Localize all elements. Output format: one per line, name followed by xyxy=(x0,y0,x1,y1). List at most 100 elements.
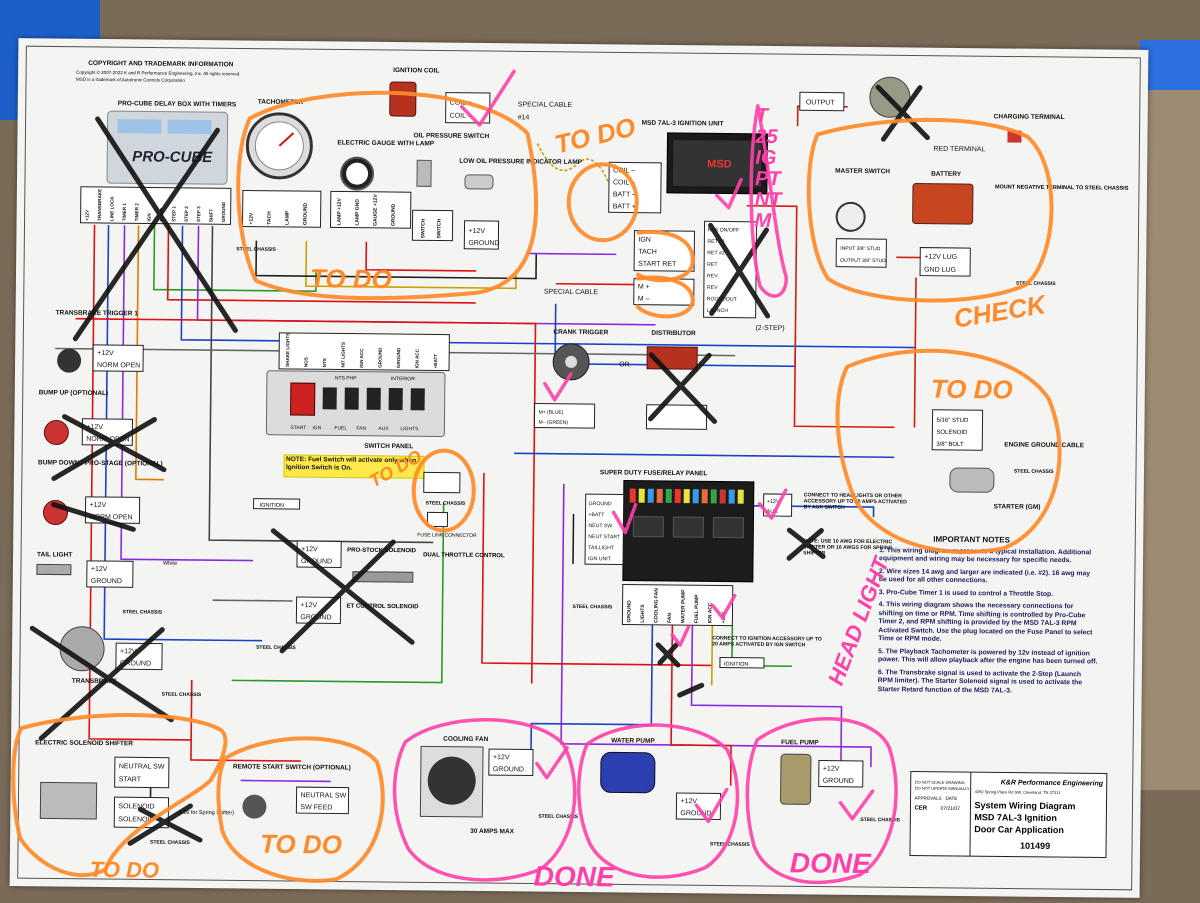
copyright-line2: MSD is a trademark of Autotronic Control… xyxy=(76,77,185,83)
svg-text:APPROVALS: APPROVALS xyxy=(915,796,942,801)
procube-pin-label: +12V xyxy=(85,209,90,221)
svg-text:TRANSBRAKE: TRANSBRAKE xyxy=(72,678,118,685)
switch-panel-column-label: GROUND xyxy=(396,347,401,368)
switch-panel-column-label: IGN ACC xyxy=(359,348,364,368)
oillamp-icon xyxy=(464,174,494,190)
svg-text:MSD 7AL-3 Ignition: MSD 7AL-3 Ignition xyxy=(974,812,1057,823)
shifter-icon xyxy=(39,781,98,820)
svg-text:(2-STEP): (2-STEP) xyxy=(755,325,784,332)
battery-title: BATTERY xyxy=(931,171,962,178)
switch-panel-column-label: +BATT xyxy=(433,354,438,369)
fuse-bottom-pin-label: GROUND xyxy=(626,600,632,623)
water-pump-icon xyxy=(600,751,656,794)
procube-pin-label: SHIFT xyxy=(209,209,214,223)
todo-gauges: TO DO xyxy=(310,263,392,294)
blue-tape-right xyxy=(1140,40,1200,90)
svg-text:ET CONTROL SOLENOID: ET CONTROL SOLENOID xyxy=(347,604,420,611)
procube-pin-label: TIMER 1 xyxy=(122,203,127,222)
important-note: 4. This wiring diagram shows the necessa… xyxy=(878,601,1093,644)
svg-text:BUMP UP (OPTIONAL): BUMP UP (OPTIONAL) xyxy=(39,389,109,397)
solenoids: +12V GROUND PRO-STOCK SOLENOID DUAL THRO… xyxy=(295,540,505,625)
tach-pin-label: TACH xyxy=(267,211,273,225)
svg-text:ELECTRIC SOLENOID SHIFTER: ELECTRIC SOLENOID SHIFTER xyxy=(35,739,133,747)
svg-text:101499: 101499 xyxy=(1020,841,1050,851)
msd-right-pin-label: RET #2 xyxy=(707,250,725,256)
todo-remote-start: TO DO xyxy=(260,829,342,860)
switch-panel-button-label: FUEL xyxy=(334,425,347,431)
procube-pin-label: STEP 1 xyxy=(171,206,176,222)
svg-text:+12V: +12V xyxy=(86,424,103,431)
gauge-pins xyxy=(330,190,412,229)
fuse-bottom-pin-label: IGN ACC xyxy=(707,602,713,623)
svg-text:#14: #14 xyxy=(518,114,530,121)
pink-circle-fuel-pump xyxy=(745,716,898,885)
svg-text:GROUND: GROUND xyxy=(120,660,151,667)
orange-circle-battery xyxy=(806,117,1054,303)
switch-panel-column-label: NIT LIGHTS xyxy=(341,342,346,368)
svg-text:WATER PUMP: WATER PUMP xyxy=(611,737,655,744)
tach-title: TACHOMETER xyxy=(258,99,304,106)
svg-text:+12V: +12V xyxy=(90,502,107,509)
switch-panel-button-label: LIGHTS xyxy=(400,426,419,432)
fuse-bottom-pin-label: FUEL PUMP xyxy=(694,594,700,624)
svg-text:REMOTE START SWITCH (OPTIONAL): REMOTE START SWITCH (OPTIONAL) xyxy=(233,763,351,771)
fuse-bottom-pin-label: FAN xyxy=(667,613,673,623)
svg-text:DUAL THROTTLE CONTROL: DUAL THROTTLE CONTROL xyxy=(423,552,505,559)
fuse-icon xyxy=(719,489,726,504)
svg-text:M +: M + xyxy=(638,284,650,291)
svg-text:GROUND: GROUND xyxy=(823,778,854,785)
fuse-icon xyxy=(665,488,672,503)
fuse-icon xyxy=(728,489,735,504)
switch-panel-column-label: GROUND xyxy=(378,347,383,368)
svg-text:+12V: +12V xyxy=(493,754,510,761)
svg-text:+12V: +12V xyxy=(767,499,780,505)
svg-text:GROUND: GROUND xyxy=(493,766,524,773)
cooling-fan: COOLING FAN +12V GROUND 30 AMPS MAX xyxy=(419,736,534,835)
starter-icon xyxy=(949,467,995,493)
msd-right-pin-label: RET xyxy=(707,262,718,268)
important-note: 3. Pro-Cube Timer 1 is used to control a… xyxy=(878,589,1054,598)
check-battery: CHECK xyxy=(952,289,1050,334)
svg-text:SPECIAL CABLE: SPECIAL CABLE xyxy=(544,289,599,297)
procube-pin-label: LINE LOCK xyxy=(109,196,114,221)
orange-circle-chassis xyxy=(411,448,476,533)
svg-text:SPECIAL CABLE: SPECIAL CABLE xyxy=(518,101,573,109)
svg-text:SOLENOID: SOLENOID xyxy=(118,816,154,823)
fuse-left-pin-label: IGN UNIT xyxy=(588,556,612,562)
pink-circle-fan xyxy=(392,718,577,882)
svg-text:STEEL CHASSIS: STEEL CHASSIS xyxy=(236,246,276,252)
msd-right-pin-label: LAUNCH xyxy=(707,308,729,314)
svg-text:Door Car Application: Door Car Application xyxy=(974,824,1064,835)
fuel-pump-icon xyxy=(780,753,812,805)
svg-text:MOUNT NEGATIVE TERMINAL TO STE: MOUNT NEGATIVE TERMINAL TO STEEL CHASSIS xyxy=(995,184,1129,191)
switch-panel-title: SWITCH PANEL xyxy=(364,443,413,451)
procube-pin-label: STEP 2 xyxy=(184,206,189,222)
svg-text:IGNITION: IGNITION xyxy=(260,503,285,509)
svg-text:+12V LUG: +12V LUG xyxy=(924,254,957,261)
x-mark-msd-right xyxy=(708,222,771,319)
svg-text:M+ (BLUE): M+ (BLUE) xyxy=(539,410,564,416)
svg-text:STEEL CHASSIS: STEEL CHASSIS xyxy=(860,817,900,823)
x-mark-shifter-solenoid xyxy=(127,803,203,846)
svg-text:NORM OPEN: NORM OPEN xyxy=(97,362,140,369)
bumpup-button-icon xyxy=(43,420,69,446)
svg-text:NEUTRAL SW: NEUTRAL SW xyxy=(119,763,165,770)
tach-pin-label: +12V xyxy=(249,212,255,225)
fuel-note xyxy=(283,454,425,479)
svg-text:START RET: START RET xyxy=(638,261,677,268)
svg-text:IGNITION: IGNITION xyxy=(724,662,749,668)
switch-panel-column-label: SHAKE LIGHTS xyxy=(285,333,290,367)
svg-text:STEEL CHASSIS: STEEL CHASSIS xyxy=(538,814,578,820)
msd-right-pin-label: RAS ON/OFF xyxy=(707,227,739,233)
fuse-icon xyxy=(674,489,681,504)
svg-text:STEEL CHASSIS: STEEL CHASSIS xyxy=(426,500,466,506)
oilsw-pin-label: SWITCH xyxy=(436,218,442,238)
svg-text:BATT +: BATT + xyxy=(613,203,636,210)
coil-icon xyxy=(389,81,417,117)
starter: 5/16" STUD SOLENOID 3/8" BOLT ENGINE GRO… xyxy=(931,409,1085,511)
pink-circle-water-pump xyxy=(577,723,740,879)
svg-text:3/8" BOLT: 3/8" BOLT xyxy=(936,442,964,448)
tail-light-icon xyxy=(36,563,72,576)
